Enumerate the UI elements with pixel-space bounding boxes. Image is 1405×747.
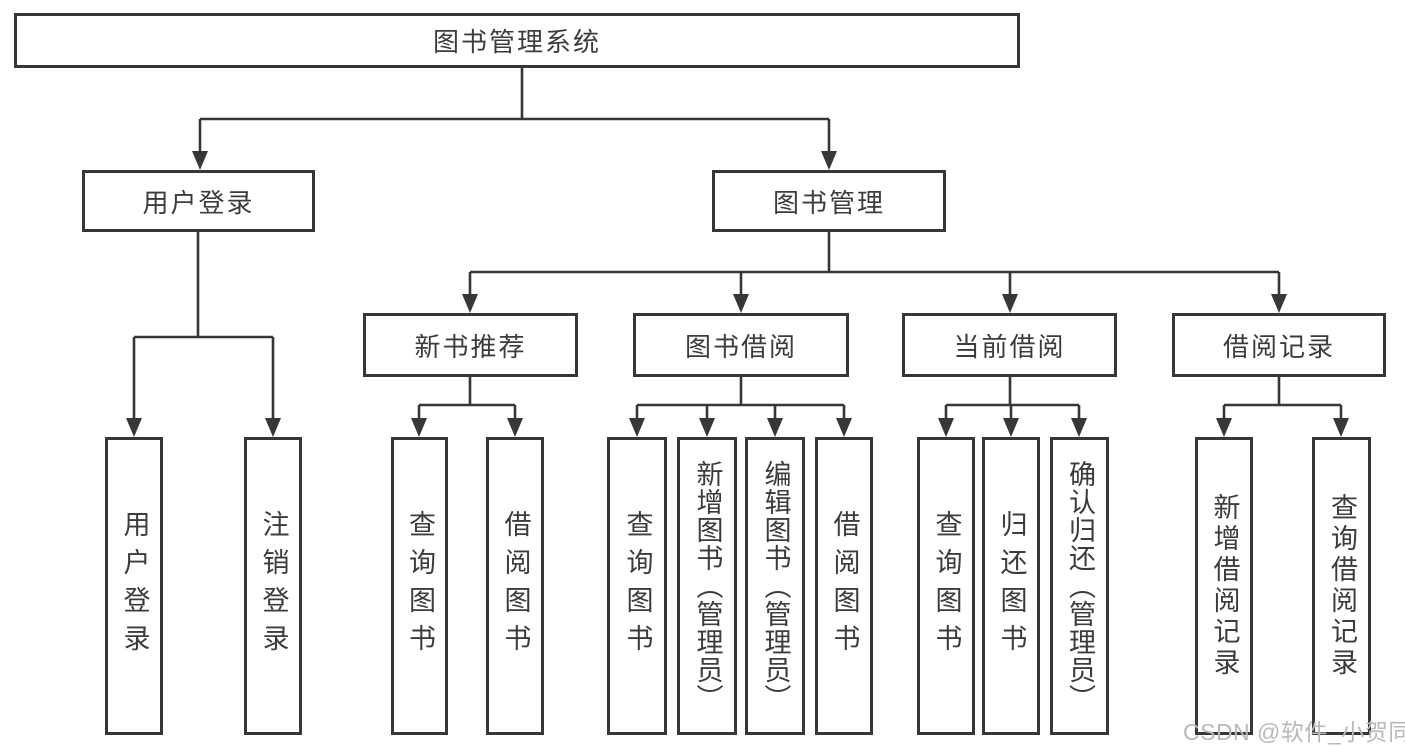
connector-line xyxy=(470,232,1279,274)
leaf-label: 用户登录 xyxy=(119,510,150,662)
arrow-head-icon xyxy=(126,418,142,437)
leaf-label: 编辑图书（管理员） xyxy=(760,460,791,712)
node-book-borrowing: 图书借阅 xyxy=(633,313,849,377)
arrow-head-icon xyxy=(1216,418,1232,437)
leaf-user-login: 用户登录 xyxy=(105,437,163,735)
csdn-watermark: CSDN @软件_小贺同学 xyxy=(1183,719,1405,745)
arrow-head-icon xyxy=(462,294,478,313)
leaf-borrow-books-recommend: 借阅图书 xyxy=(486,437,544,735)
node-label: 借阅记录 xyxy=(1222,331,1335,362)
arrow-head-icon xyxy=(507,418,523,437)
leaf-query-books-borrow: 查询图书 xyxy=(607,437,667,735)
node-label: 图书借阅 xyxy=(684,331,797,362)
leaf-query-books-recommend: 查询图书 xyxy=(391,437,448,735)
leaf-label: 查询图书 xyxy=(622,510,653,662)
arrow-head-icon xyxy=(733,294,749,313)
node-label: 新书推荐 xyxy=(414,331,527,362)
connector-line xyxy=(134,232,273,339)
node-label: 图书管理 xyxy=(772,187,885,218)
connector-line xyxy=(637,377,844,407)
arrow-head-icon xyxy=(265,418,281,437)
arrow-head-icon xyxy=(411,418,427,437)
leaf-label: 借阅图书 xyxy=(829,510,860,662)
arrow-head-icon xyxy=(699,418,715,437)
tree-arrows xyxy=(126,119,1349,437)
leaf-edit-books-admin: 编辑图书（管理员） xyxy=(745,437,805,735)
arrow-head-icon xyxy=(1333,418,1349,437)
leaf-label: 确认归还（管理员） xyxy=(1065,460,1095,712)
arrow-head-icon xyxy=(938,418,954,437)
arrow-head-icon xyxy=(1271,294,1287,313)
leaf-borrow-books: 借阅图书 xyxy=(815,437,873,735)
arrow-head-icon xyxy=(629,418,645,437)
connector-line xyxy=(200,68,829,121)
connector-line xyxy=(419,377,515,407)
node-library-management-system: 图书管理系统 xyxy=(14,13,1020,68)
arrow-head-icon xyxy=(836,418,852,437)
leaf-label: 借阅图书 xyxy=(500,510,531,662)
node-borrowing-records: 借阅记录 xyxy=(1172,313,1386,377)
arrow-head-icon xyxy=(821,151,837,170)
leaf-confirm-return-admin: 确认归还（管理员） xyxy=(1050,437,1109,735)
connector-line xyxy=(946,377,1079,407)
leaf-label: 查询图书 xyxy=(931,510,962,662)
node-book-management: 图书管理 xyxy=(712,170,946,232)
leaf-label: 归还图书 xyxy=(996,510,1027,662)
leaf-label: 查询借阅记录 xyxy=(1327,493,1357,679)
leaf-return-books: 归还图书 xyxy=(982,437,1040,735)
arrow-head-icon xyxy=(1003,418,1019,437)
leaf-label: 新增借阅记录 xyxy=(1209,493,1240,679)
leaf-logout: 注销登录 xyxy=(244,437,302,735)
leaf-label: 注销登录 xyxy=(258,510,289,662)
leaf-query-borrow-record: 查询借阅记录 xyxy=(1312,437,1371,735)
node-label: 图书管理系统 xyxy=(432,27,601,57)
leaf-label: 新增图书（管理员） xyxy=(692,460,723,712)
arrow-head-icon xyxy=(1002,294,1018,313)
node-label: 当前借阅 xyxy=(953,331,1066,362)
leaf-add-borrow-record: 新增借阅记录 xyxy=(1195,437,1253,735)
arrow-head-icon xyxy=(192,151,208,170)
leaf-add-books-admin: 新增图书（管理员） xyxy=(677,437,737,735)
node-user-login: 用户登录 xyxy=(82,170,315,232)
node-label: 用户登录 xyxy=(142,187,255,218)
arrow-head-icon xyxy=(767,418,783,437)
connector-line xyxy=(1224,377,1341,407)
arrow-head-icon xyxy=(1071,418,1087,437)
leaf-query-books-current: 查询图书 xyxy=(917,437,975,735)
node-current-borrowing: 当前借阅 xyxy=(902,313,1117,377)
node-new-book-recommend: 新书推荐 xyxy=(363,313,578,377)
leaf-label: 查询图书 xyxy=(405,510,435,662)
